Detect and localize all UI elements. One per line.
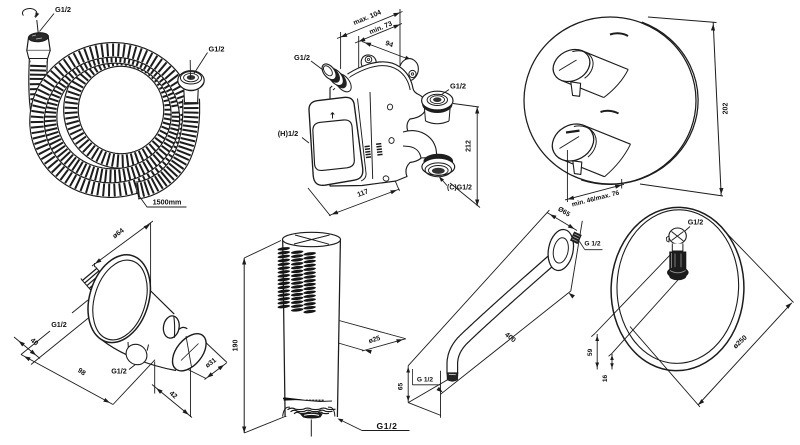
svg-text:G1/2: G1/2 (208, 45, 224, 54)
svg-text:G1/2: G1/2 (376, 421, 397, 431)
svg-text:212: 212 (466, 140, 473, 152)
svg-text:98: 98 (76, 367, 86, 377)
svg-text:G1/2: G1/2 (688, 218, 704, 227)
svg-text:16: 16 (602, 375, 609, 383)
svg-text:G 1/2: G 1/2 (584, 241, 600, 248)
svg-text:94: 94 (384, 40, 394, 49)
svg-text:202: 202 (723, 103, 730, 115)
svg-text:G 1/2: G 1/2 (417, 377, 433, 384)
svg-text:ø25: ø25 (368, 335, 381, 345)
svg-text:G1/2: G1/2 (111, 367, 127, 376)
svg-text:G1/2: G1/2 (294, 53, 310, 62)
svg-text:G1/2: G1/2 (450, 82, 466, 91)
svg-text:1500mm: 1500mm (153, 198, 182, 207)
svg-text:42: 42 (168, 390, 179, 400)
svg-text:G1/2: G1/2 (55, 5, 71, 14)
svg-text:G1/2: G1/2 (51, 320, 67, 329)
svg-text:(C)G1/2: (C)G1/2 (447, 185, 472, 192)
svg-text:190: 190 (233, 340, 240, 352)
svg-text:40: 40 (29, 337, 40, 347)
svg-text:(H)1/2: (H)1/2 (278, 129, 299, 138)
svg-text:59: 59 (587, 348, 594, 356)
svg-text:65: 65 (398, 383, 405, 391)
svg-text:117: 117 (356, 188, 369, 199)
